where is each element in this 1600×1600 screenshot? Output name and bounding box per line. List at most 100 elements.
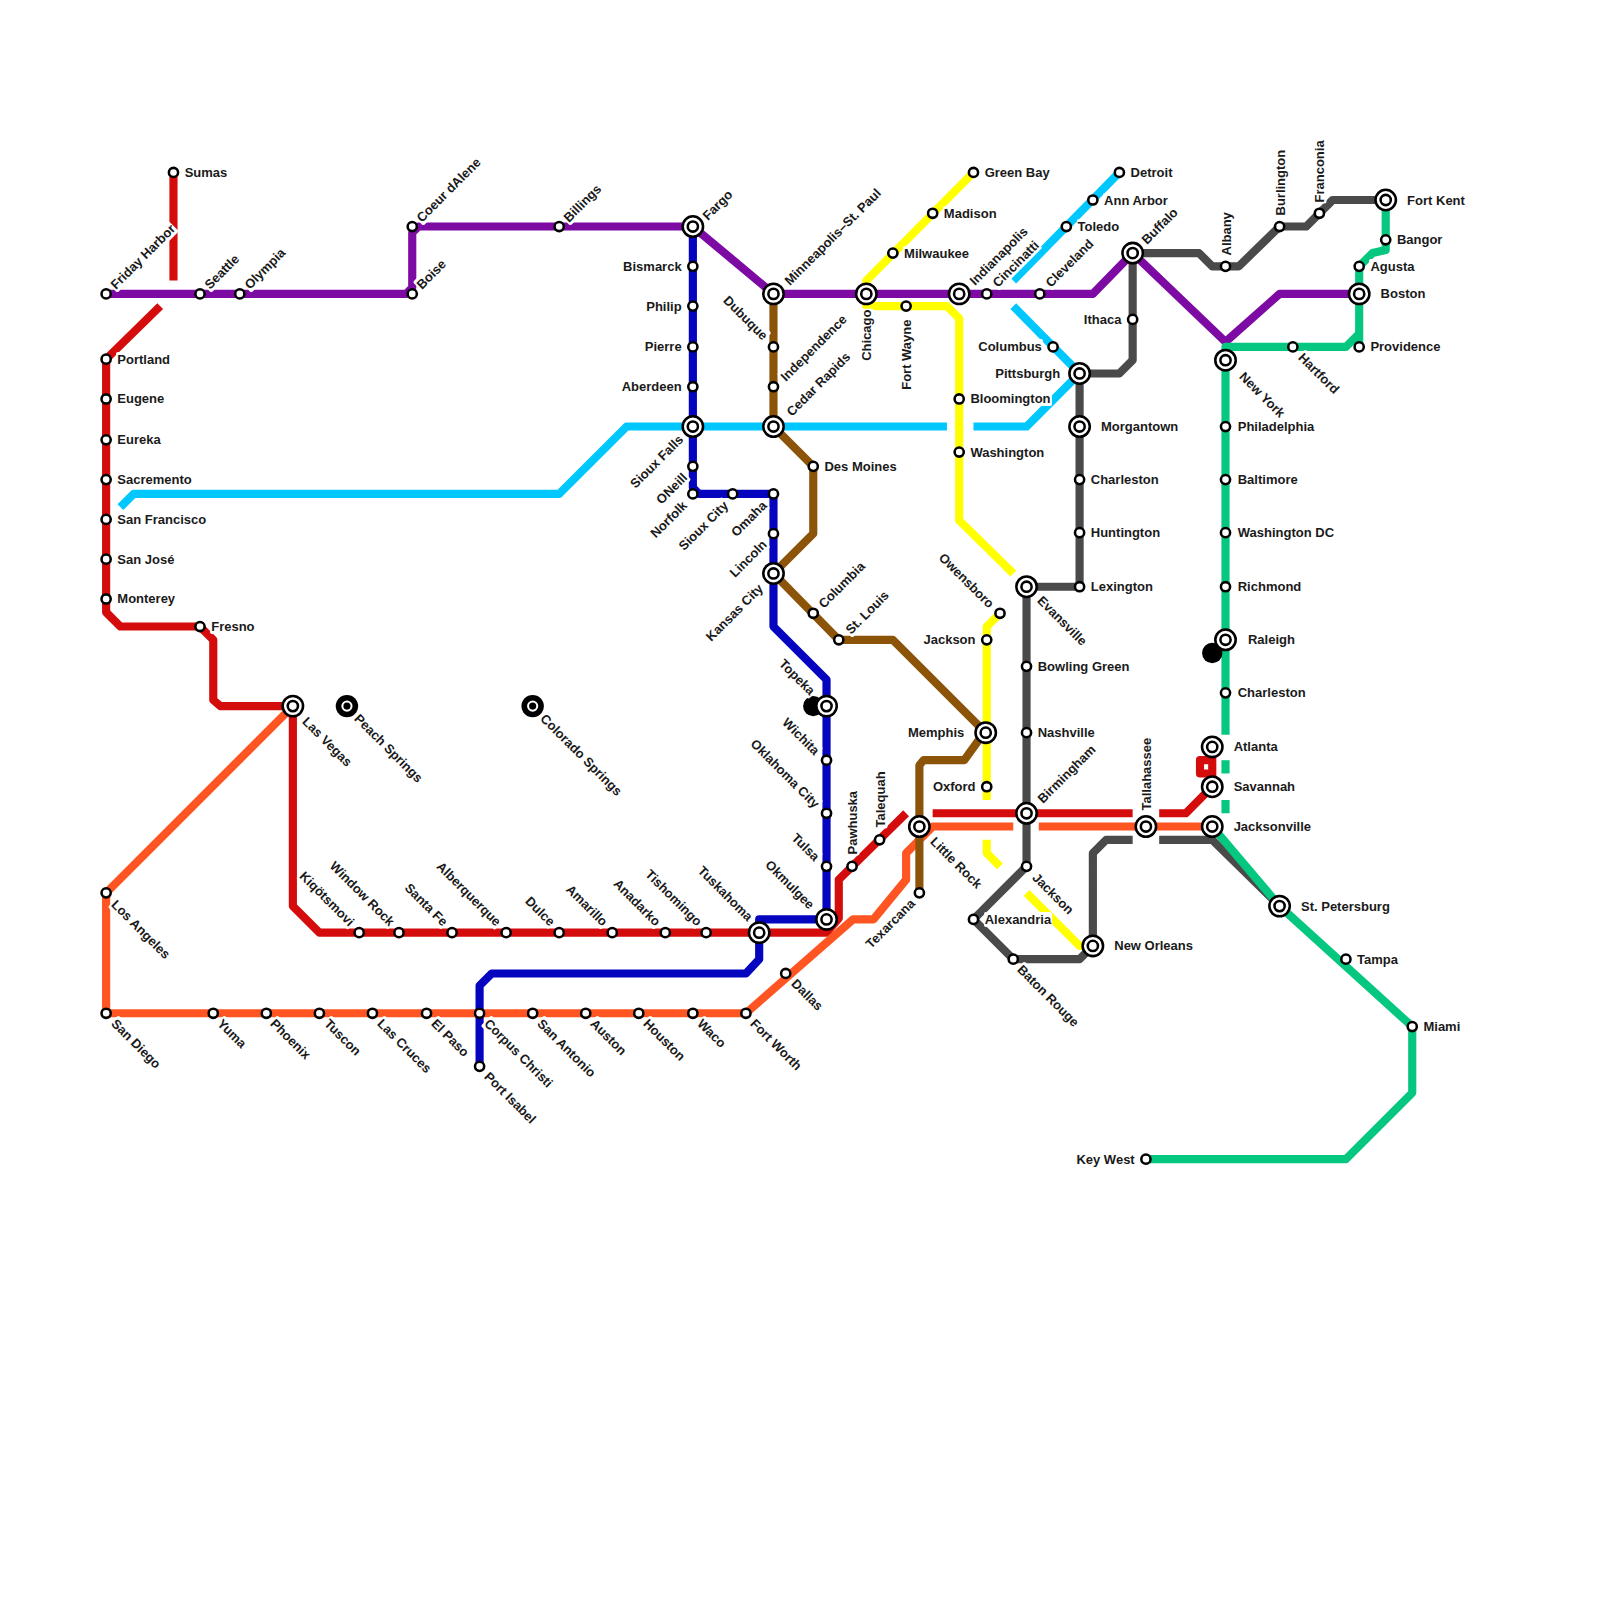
station	[1355, 262, 1364, 271]
station	[475, 1062, 484, 1071]
interchange-station	[1021, 582, 1031, 592]
station-name: Memphis	[907, 725, 965, 740]
station	[102, 555, 111, 564]
interchange-station	[1354, 289, 1364, 299]
station-name: Nashville	[1037, 725, 1096, 740]
station	[702, 928, 711, 937]
rail-line	[1146, 827, 1412, 1160]
interchange-station	[976, 722, 996, 742]
station-name: Yuma	[214, 1015, 251, 1052]
station	[902, 302, 911, 311]
interchange-station	[1074, 368, 1084, 378]
station	[1288, 342, 1297, 351]
interchange-station	[763, 563, 783, 583]
station	[741, 1009, 750, 1018]
station	[969, 168, 978, 177]
rail-line	[1159, 840, 1279, 906]
station-name: Jacksonville	[1233, 819, 1312, 834]
station	[102, 888, 111, 897]
station-name: El Paso	[427, 1015, 472, 1060]
station	[1341, 955, 1350, 964]
station	[1088, 195, 1097, 204]
station-name: Coeur dAlene	[413, 154, 485, 226]
station-name: Ithaca	[1083, 312, 1123, 327]
interchange-station	[1207, 821, 1217, 831]
interchange-station	[768, 289, 778, 299]
interchange-station	[688, 421, 698, 431]
interchange-station	[1074, 421, 1084, 431]
interchange-station	[1215, 350, 1235, 370]
station	[1221, 582, 1230, 591]
station	[1075, 528, 1084, 537]
station	[102, 289, 111, 298]
interchange-station	[1202, 777, 1222, 797]
station	[447, 928, 456, 937]
station-name: Fresno	[210, 619, 255, 634]
rail-line	[1133, 200, 1386, 266]
interchange-station	[754, 928, 764, 938]
station-name: Bowling Green	[1037, 659, 1131, 674]
station	[728, 489, 737, 498]
station	[688, 1009, 697, 1018]
station-name: Houston	[640, 1015, 689, 1064]
station-name: Pawhuska	[845, 790, 860, 856]
station-name: Bloomington	[969, 391, 1051, 406]
station-name: Key West	[1075, 1152, 1135, 1167]
station	[169, 168, 178, 177]
station	[1141, 1155, 1150, 1164]
interchange-station	[816, 696, 836, 716]
station	[368, 1009, 377, 1018]
interchange-station	[821, 914, 831, 924]
station-name: Friday Harbor	[107, 221, 179, 293]
interchange-station	[768, 568, 778, 578]
rail-line	[120, 427, 947, 508]
station	[1075, 475, 1084, 484]
station-name: Tampa	[1356, 952, 1399, 967]
station-name: New Orleans	[1113, 938, 1194, 953]
station	[688, 462, 697, 471]
station	[834, 635, 843, 644]
station-name: Fargo	[699, 186, 737, 224]
station	[1315, 209, 1324, 218]
station-name: Santa Fe	[401, 879, 451, 929]
station	[1062, 222, 1071, 231]
station	[688, 302, 697, 311]
rail-line	[866, 172, 1013, 573]
station-name: Charleston	[1237, 685, 1307, 700]
interchange-station	[1128, 248, 1138, 258]
interchange-station	[1381, 195, 1391, 205]
station	[1128, 315, 1137, 324]
rail-line	[1039, 822, 1212, 830]
station-name: Phoenix	[267, 1015, 315, 1063]
station-name: St. Petersburg	[1300, 899, 1391, 914]
station-name: Baton Rouge	[1014, 961, 1083, 1030]
station-name: Richmond	[1237, 579, 1303, 594]
rail-line	[106, 706, 1013, 1013]
interchange-station	[763, 284, 783, 304]
station-name: Baltimore	[1237, 472, 1299, 487]
station	[102, 475, 111, 484]
station	[1221, 262, 1230, 271]
interchange-station	[1069, 363, 1089, 383]
station-name: Oxford	[932, 779, 977, 794]
station	[1221, 528, 1230, 537]
station-name: Chicago	[859, 308, 874, 361]
interchange-station	[1136, 816, 1156, 836]
station-name: Monterey	[116, 591, 176, 606]
station	[555, 222, 564, 231]
station	[102, 355, 111, 364]
station	[475, 1009, 484, 1018]
station-name: Huntington	[1090, 525, 1161, 540]
station-name: Olympia	[241, 245, 289, 293]
terminal-marker	[521, 695, 543, 717]
station	[809, 462, 818, 471]
station	[982, 289, 991, 298]
interchange-station	[1202, 737, 1222, 757]
station-name: Dulce	[521, 893, 558, 930]
station-name: Philadelphia	[1237, 419, 1316, 434]
interchange-station	[1016, 577, 1036, 597]
interchange-station	[861, 289, 871, 299]
rail-line	[1221, 800, 1229, 813]
interchange-station	[1215, 630, 1235, 650]
